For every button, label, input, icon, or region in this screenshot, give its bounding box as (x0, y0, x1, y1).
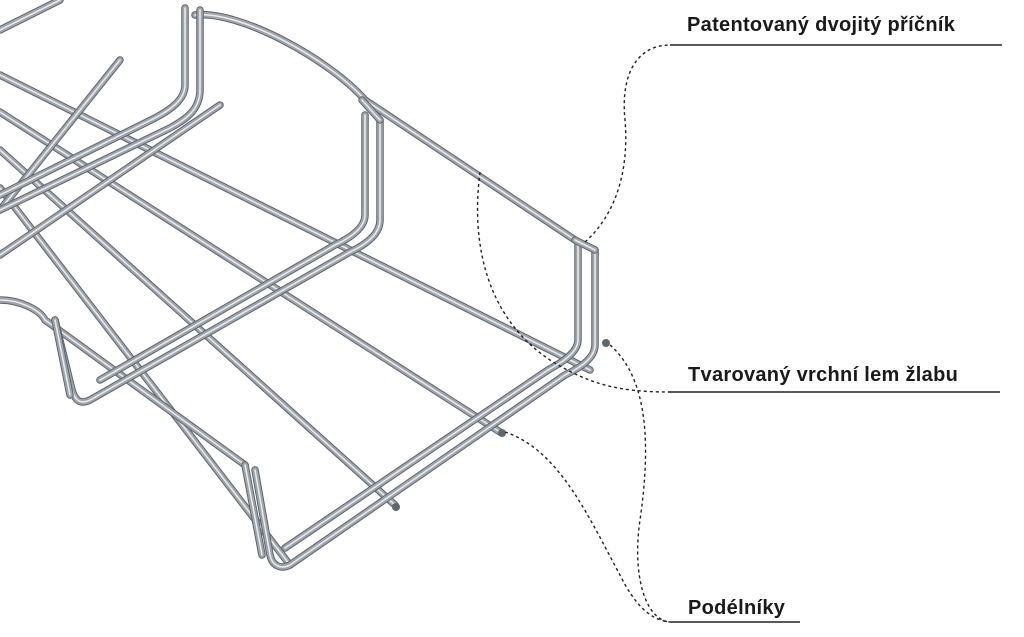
longitudinal-wire (0, 71, 594, 374)
side-upright (358, 96, 384, 124)
crossbar-double (0, 6, 204, 214)
side-upright (51, 316, 74, 399)
crossbar-double (96, 111, 369, 384)
leader-shaped-top-edge (476, 171, 671, 393)
longitudinal-wire (0, 101, 224, 259)
wire-end (498, 429, 506, 437)
top-rail-back (191, 10, 579, 244)
side-upright (571, 236, 599, 254)
top-rail-front (0, 296, 249, 469)
callout-leaders (476, 44, 1002, 623)
wire-end (602, 339, 610, 347)
leader-longitudinal-wires (609, 344, 671, 623)
callout-label-longitudinal-wires: Podélníky (688, 597, 786, 619)
callout-label-double-crossbar: Patentovaný dvojitý příčník (687, 14, 956, 36)
crossbar-double (281, 241, 582, 552)
crossbar-double (51, 116, 384, 406)
wire-mesh-tray (0, 0, 610, 571)
side-upright (241, 461, 266, 559)
crossbar-double (0, 4, 189, 199)
crossbar (0, 0, 64, 34)
longitudinal-wire (0, 108, 504, 436)
leader-double-crossbar (584, 44, 671, 243)
leader-longitudinal-wires (504, 431, 671, 623)
callout-label-shaped-top-edge: Tvarovaný vrchní lem žlabu (688, 364, 959, 386)
wire-end (392, 503, 400, 511)
crossbar-double (251, 246, 599, 571)
longitudinal-wire (0, 184, 294, 569)
